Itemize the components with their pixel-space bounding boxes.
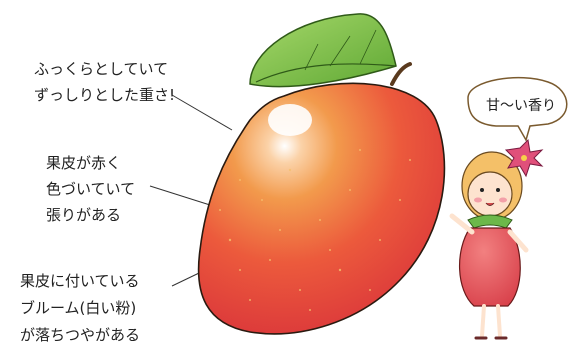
speech-bubble	[467, 76, 568, 142]
callout-skin-line-2: 色づいていて	[46, 180, 136, 198]
callout-line-skin	[149, 185, 211, 206]
mango-girl	[449, 138, 544, 340]
callout-weight-line-1: ふっくらとしていて	[34, 60, 169, 78]
mango-stem	[390, 62, 412, 86]
callout-bloom: 果皮に付いている ブルーム(白い粉) が落ちつやがある	[20, 268, 140, 349]
callout-skin-line-3: 張りがある	[46, 206, 122, 224]
mango	[197, 82, 446, 335]
speech-bubble-text: 甘〜い香り	[486, 98, 556, 114]
callout-bloom-line-2: ブルーム(白い粉)	[20, 299, 137, 317]
callout-weight: ふっくらとしていて ずっしりとした重さ!	[34, 56, 175, 108]
callout-skin: 果皮が赤く 色づいていて 張りがある	[46, 150, 135, 228]
leaf	[249, 13, 397, 88]
flower-icon	[504, 138, 544, 178]
callout-weight-line-2: ずっしりとした重さ!	[34, 86, 176, 104]
callout-line-weight	[171, 94, 233, 131]
callout-bloom-line-1: 果皮に付いている	[20, 272, 140, 290]
callout-skin-line-1: 果皮が赤く	[46, 154, 122, 172]
callout-bloom-line-3: が落ちつやがある	[20, 326, 141, 344]
